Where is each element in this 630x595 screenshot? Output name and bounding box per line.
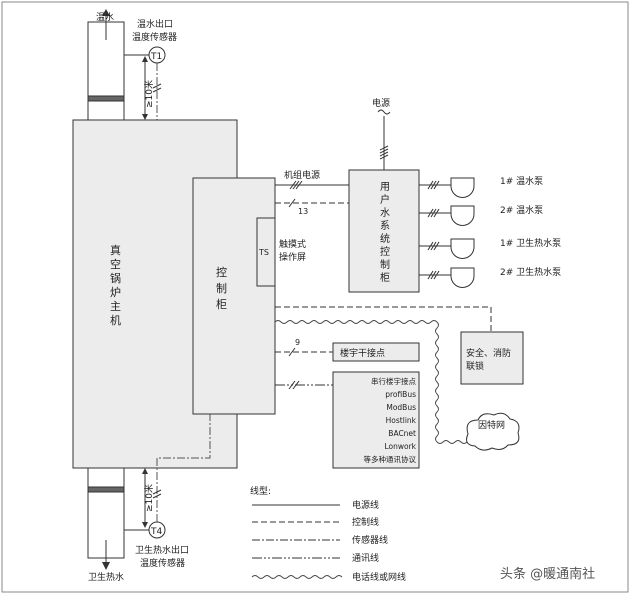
- pump-2-label: 2# 温水泵: [500, 204, 543, 216]
- svg-text:BACnet: BACnet: [388, 429, 416, 438]
- svg-text:柜: 柜: [380, 271, 390, 284]
- svg-text:系: 系: [380, 220, 390, 232]
- dim-top-arrow-up: [142, 56, 148, 62]
- hot-water-label: 温水: [96, 11, 114, 23]
- touch-label-1: 触摸式: [279, 238, 306, 250]
- t4-label: T4: [150, 527, 162, 537]
- hot-water-sensor-label-2: 温度传感器: [132, 31, 177, 43]
- boiler-label: 真 空 锅 炉 主 机: [110, 243, 121, 327]
- n9-label: 9: [295, 338, 300, 347]
- unit-power-ticks: [289, 180, 303, 190]
- pump-3-icon: [450, 238, 475, 259]
- svg-text:主: 主: [110, 300, 121, 313]
- svg-text:控: 控: [216, 265, 227, 279]
- svg-text:锅: 锅: [110, 272, 121, 285]
- hot-water-sensor-label-1: 温水出口: [137, 18, 173, 30]
- building-contact-label: 楼宇干接点: [340, 347, 385, 359]
- svg-text:制: 制: [380, 258, 390, 271]
- dim-bottom-arrow-up: [142, 468, 148, 474]
- svg-text:ModBus: ModBus: [386, 403, 416, 412]
- t4-tick-2: [152, 493, 162, 499]
- svg-text:水: 水: [380, 207, 390, 219]
- legend-label-control: 控制线: [352, 516, 379, 528]
- safety-control-line: [275, 306, 492, 332]
- sanitary-water-label: 卫生热水: [88, 571, 124, 583]
- unit-power-label: 机组电源: [284, 169, 320, 181]
- svg-text:制: 制: [216, 282, 227, 295]
- sanitary-sensor-label-2: 温度传感器: [140, 557, 185, 569]
- svg-text:真: 真: [110, 243, 121, 257]
- dist-top-label: ≥10米: [143, 80, 155, 108]
- svg-text:用: 用: [380, 182, 390, 193]
- dim-top-arrow-down: [142, 114, 148, 120]
- building-9-tick: [288, 347, 296, 357]
- pump-4-label: 2# 卫生热水泵: [500, 266, 561, 278]
- control-13-tick: [288, 198, 296, 208]
- serial-tick-2: [292, 380, 300, 390]
- pump-lines: [419, 184, 451, 276]
- svg-text:等多种通讯协议: 等多种通讯协议: [364, 454, 417, 464]
- power-source-wave: [377, 109, 391, 115]
- bottom-arrow-head: [102, 562, 110, 570]
- t4-tick-1: [152, 489, 162, 495]
- legend-label-sensor: 传感器线: [352, 534, 388, 546]
- pump-1-icon: [450, 177, 475, 198]
- ts-label: TS: [258, 248, 269, 257]
- pump-1-label: 1# 温水泵: [500, 175, 543, 187]
- legend-label-comm: 通讯线: [352, 552, 379, 564]
- legend-label-network: 电话线或网线: [352, 571, 406, 583]
- pump-line-ticks: [427, 180, 440, 280]
- power-ticks: [379, 145, 389, 160]
- serial-protocol-box: [332, 371, 420, 469]
- watermark: 头条 @暖通南社: [500, 566, 595, 582]
- legend-label-power: 电源线: [352, 499, 379, 511]
- dist-bottom-label: ≥10米: [143, 484, 155, 512]
- n13-label: 13: [298, 207, 308, 216]
- svg-text:空: 空: [110, 257, 121, 271]
- svg-text:户: 户: [380, 193, 390, 206]
- svg-text:炉: 炉: [110, 286, 121, 299]
- serial-tick-1: [288, 380, 296, 390]
- svg-text:Lonwork: Lonwork: [384, 442, 416, 451]
- pump-2-icon: [450, 205, 475, 226]
- user-water-control-cabinet: [348, 169, 420, 293]
- pump-4-icon: [450, 267, 475, 288]
- t4-sensor-line: [156, 414, 211, 522]
- t1-label: T1: [150, 52, 162, 62]
- dim-bottom-arrow-down: [142, 522, 148, 528]
- svg-text:控: 控: [380, 245, 390, 258]
- internet-cloud-icon: [466, 412, 520, 451]
- cabinet-label: 控 制 柜: [216, 265, 227, 311]
- user-water-label: 用 户 水 系 统 控 制 柜: [380, 182, 390, 284]
- safety-label-1: 安全、消防: [466, 347, 511, 359]
- t1-tick-2: [152, 87, 162, 93]
- safety-label-2: 联锁: [466, 360, 484, 372]
- top-arrow-head: [102, 9, 110, 16]
- svg-text:统: 统: [380, 232, 390, 245]
- svg-text:串行楼宇接点: 串行楼宇接点: [371, 376, 416, 386]
- control-cabinet: [192, 177, 276, 415]
- network-wavy-line: [274, 320, 468, 444]
- svg-text:机: 机: [110, 313, 121, 327]
- power-source-label: 电源: [372, 97, 390, 109]
- legend-line-network: [251, 575, 343, 579]
- safety-fire-interlock-box: [460, 331, 524, 385]
- svg-text:柜: 柜: [216, 298, 227, 311]
- ts-touchscreen: [256, 217, 276, 287]
- svg-text:Hostlink: Hostlink: [386, 416, 417, 425]
- internet-label: 因特网: [478, 419, 505, 431]
- touch-label-2: 操作屏: [279, 251, 306, 263]
- t1-tick-1: [152, 83, 162, 89]
- building-dry-contact-box: [332, 342, 420, 362]
- legend-title: 线型:: [250, 485, 271, 497]
- svg-text:profiBus: profiBus: [385, 390, 416, 399]
- sanitary-sensor-label-1: 卫生热水出口: [135, 544, 189, 556]
- pump-3-label: 1# 卫生热水泵: [500, 237, 561, 249]
- serial-protocol-list: 串行楼宇接点 profiBus ModBus Hostlink BACnet L…: [364, 376, 417, 464]
